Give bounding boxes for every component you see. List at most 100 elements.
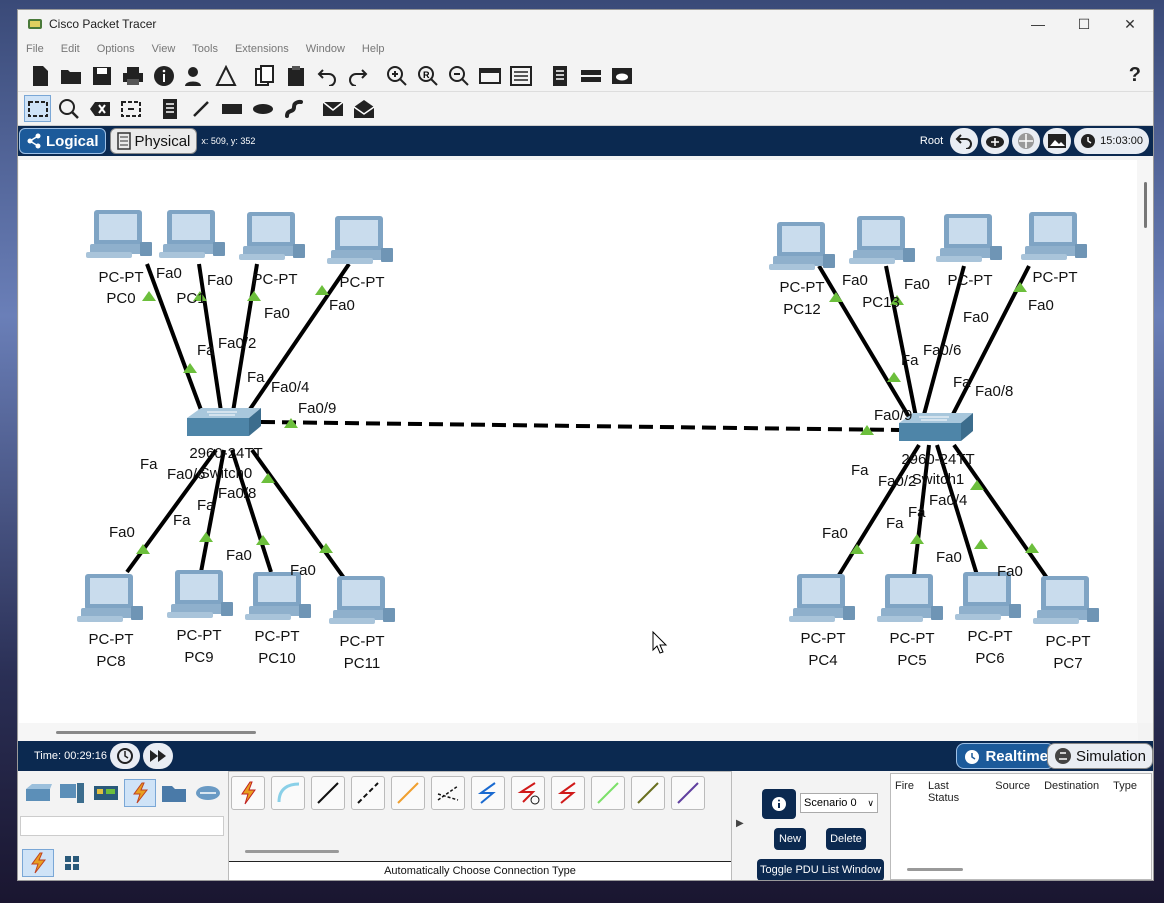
- network-device-icon[interactable]: [577, 62, 604, 89]
- new-file-icon[interactable]: [26, 62, 53, 89]
- activity-wizard-icon[interactable]: [212, 62, 239, 89]
- pc14-device[interactable]: [936, 214, 1002, 262]
- scenario-select[interactable]: Scenario 0 ∨: [800, 793, 878, 813]
- menu-edit[interactable]: Edit: [60, 43, 80, 55]
- pc12-device[interactable]: [769, 222, 835, 270]
- help-icon[interactable]: ?: [1128, 64, 1141, 86]
- open-folder-icon[interactable]: [57, 62, 84, 89]
- pdu-table-scrollbar[interactable]: [907, 868, 963, 871]
- pc2-device[interactable]: [239, 212, 305, 260]
- simulation-mode-button[interactable]: Simulation: [1046, 743, 1153, 769]
- pc7-device[interactable]: [1033, 576, 1099, 624]
- tab-logical[interactable]: Logical: [19, 128, 106, 154]
- maximize-button[interactable]: ☐: [1077, 15, 1091, 32]
- menu-options[interactable]: Options: [96, 43, 135, 55]
- pc1-device[interactable]: [159, 210, 225, 258]
- phone-cable-icon[interactable]: [431, 776, 465, 810]
- miscellaneous-category-icon[interactable]: [158, 779, 190, 807]
- panel-collapse-arrow[interactable]: ▶: [736, 818, 744, 829]
- menu-window[interactable]: Window: [305, 43, 345, 55]
- tab-physical[interactable]: Physical: [109, 128, 198, 154]
- undo-icon[interactable]: [313, 62, 340, 89]
- connections-category-icon[interactable]: [124, 779, 156, 807]
- custom-device-dialog-icon[interactable]: [507, 62, 534, 89]
- workspace-horizontal-scrollbar[interactable]: [19, 723, 1138, 741]
- logical-workspace-canvas[interactable]: PC-PT PC0 PC1 PC-PT PC-PT PC-PT PC8 PC-P…: [19, 160, 1138, 723]
- draw-ellipse-icon[interactable]: [249, 95, 276, 122]
- menu-view[interactable]: View: [151, 43, 176, 55]
- pc15-device[interactable]: [1021, 212, 1087, 260]
- redo-icon[interactable]: [344, 62, 371, 89]
- pc0-device[interactable]: [86, 210, 152, 258]
- network-devices-category-icon[interactable]: [22, 779, 54, 807]
- back-arrow-icon[interactable]: [950, 128, 979, 154]
- zoom-out-icon[interactable]: [445, 62, 472, 89]
- device-search-field[interactable]: [20, 816, 224, 836]
- new-cluster-icon[interactable]: [981, 128, 1010, 154]
- multiuser-connection-category-icon[interactable]: [192, 779, 224, 807]
- zoom-in-icon[interactable]: [383, 62, 410, 89]
- pdu-info-button[interactable]: [762, 789, 796, 819]
- menu-help[interactable]: Help: [361, 43, 385, 55]
- copy-icon[interactable]: [251, 62, 278, 89]
- copper-cross-over-icon[interactable]: [351, 776, 385, 810]
- delete-tool-icon[interactable]: [86, 95, 113, 122]
- grid-view-icon[interactable]: [56, 849, 88, 877]
- iot-custom-cable-icon[interactable]: [631, 776, 665, 810]
- pc3-device[interactable]: [327, 216, 393, 264]
- components-category-icon[interactable]: [90, 779, 122, 807]
- pc11-device[interactable]: [329, 576, 395, 624]
- realtime-mode-button[interactable]: Realtime: [956, 743, 1055, 769]
- workspace-vertical-scrollbar[interactable]: [1137, 160, 1153, 723]
- print-icon[interactable]: [119, 62, 146, 89]
- pc13-device[interactable]: [849, 216, 915, 264]
- serial-dte-icon[interactable]: [551, 776, 585, 810]
- auto-connection-icon[interactable]: [231, 776, 265, 810]
- freeform-icon[interactable]: [280, 95, 307, 122]
- select-tool-icon[interactable]: [24, 95, 51, 122]
- connections-subcategory-icon[interactable]: [22, 849, 54, 877]
- toggle-pdu-list-button[interactable]: Toggle PDU List Window: [757, 859, 884, 880]
- copper-straight-through-icon[interactable]: [311, 776, 345, 810]
- save-icon[interactable]: [88, 62, 115, 89]
- set-background-icon[interactable]: [1043, 128, 1072, 154]
- octal-cable-icon[interactable]: [591, 776, 625, 810]
- move-object-icon[interactable]: [1012, 128, 1041, 154]
- delete-scenario-button[interactable]: Delete: [826, 828, 866, 850]
- usb-cable-icon[interactable]: [671, 776, 705, 810]
- end-devices-category-icon[interactable]: [56, 779, 88, 807]
- power-cycle-devices-icon[interactable]: [109, 743, 140, 769]
- add-complex-pdu-icon[interactable]: [350, 95, 377, 122]
- close-button[interactable]: ✕: [1124, 15, 1136, 32]
- menu-extensions[interactable]: Extensions: [234, 43, 289, 55]
- inspect-tool-icon[interactable]: [55, 95, 82, 122]
- pc4-device[interactable]: [789, 574, 855, 622]
- cloud-device-icon[interactable]: [608, 62, 635, 89]
- menu-file[interactable]: File: [26, 43, 44, 55]
- minimize-button[interactable]: —: [1031, 16, 1045, 32]
- zoom-reset-icon[interactable]: R: [414, 62, 441, 89]
- pc8-device[interactable]: [77, 574, 143, 622]
- viewport-clock[interactable]: 15:03:00: [1074, 128, 1149, 154]
- switch0-device[interactable]: [186, 407, 262, 437]
- coaxial-cable-icon[interactable]: [471, 776, 505, 810]
- console-cable-icon[interactable]: [271, 776, 305, 810]
- add-simple-pdu-icon[interactable]: [319, 95, 346, 122]
- resize-shape-icon[interactable]: [117, 95, 144, 122]
- info-icon[interactable]: [150, 62, 177, 89]
- serial-dce-icon[interactable]: [511, 776, 545, 810]
- pc9-device[interactable]: [167, 570, 233, 618]
- draw-line-icon[interactable]: [187, 95, 214, 122]
- fast-forward-time-icon[interactable]: [142, 743, 173, 769]
- fiber-cable-icon[interactable]: [391, 776, 425, 810]
- new-scenario-button[interactable]: New: [774, 828, 806, 850]
- pc10-device[interactable]: [245, 572, 311, 620]
- pc5-device[interactable]: [877, 574, 943, 622]
- notes-icon[interactable]: [546, 62, 573, 89]
- connection-panel-scrollbar[interactable]: [245, 850, 339, 853]
- menu-tools[interactable]: Tools: [192, 43, 218, 55]
- place-note-icon[interactable]: [156, 95, 183, 122]
- user-profile-icon[interactable]: [181, 62, 208, 89]
- draw-rectangle-icon[interactable]: [218, 95, 245, 122]
- paste-icon[interactable]: [282, 62, 309, 89]
